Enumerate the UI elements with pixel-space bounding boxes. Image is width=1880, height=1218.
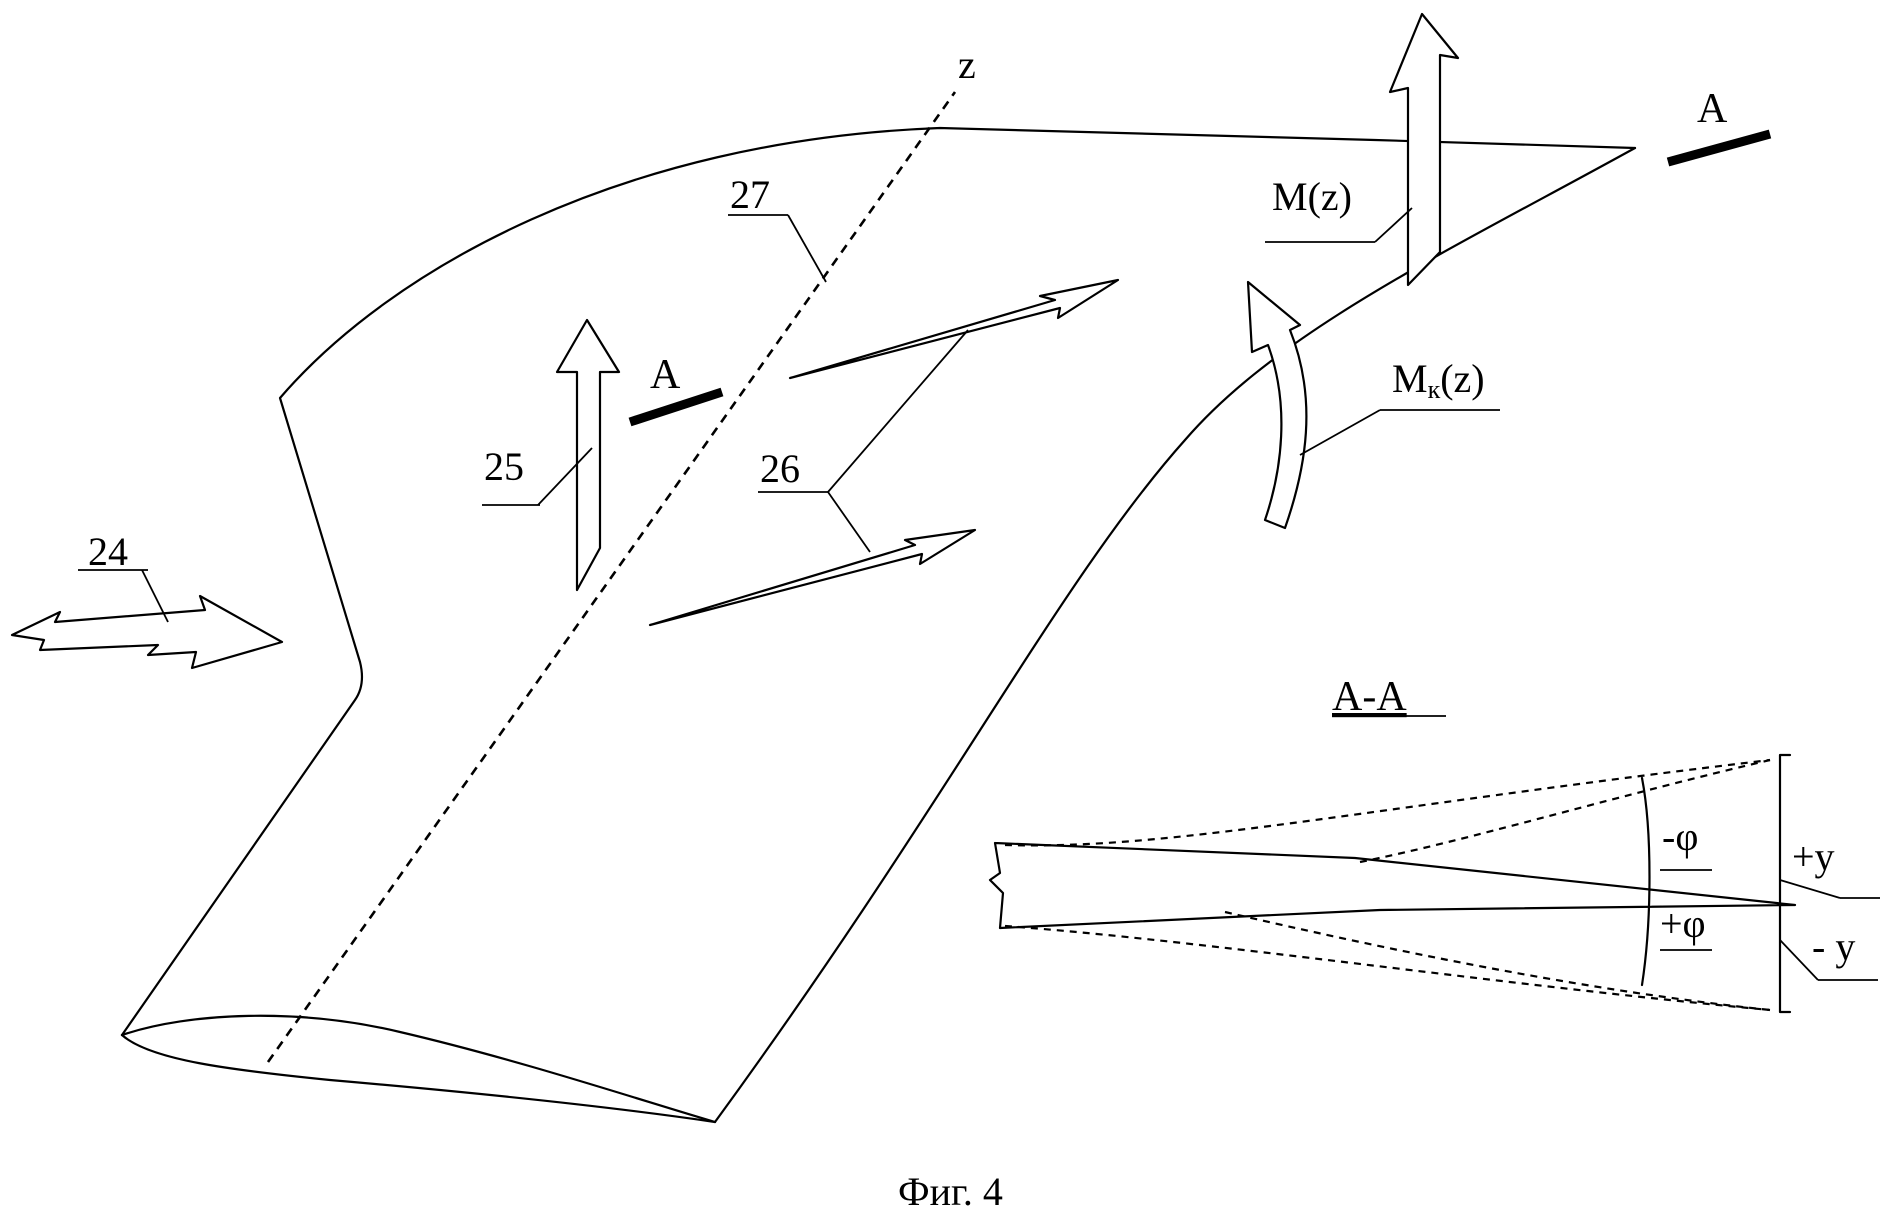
ref-25-leader-tail — [537, 447, 593, 506]
section-mark-right-label: A — [1697, 86, 1728, 132]
root-airfoil-upper — [120, 1014, 717, 1124]
wing-leading-edge — [120, 126, 1637, 1037]
bending-moment-arrow — [1388, 12, 1460, 287]
section-profile-deflected-down — [1224, 910, 1771, 1012]
flow-arrow-26-lower — [648, 528, 977, 627]
minus-y-label: - y — [1812, 924, 1855, 969]
root-airfoil-lower — [120, 1033, 717, 1124]
section-angle-arc — [1640, 776, 1651, 987]
ref-24-leader-tail — [141, 569, 169, 623]
section-profile-deflected-up — [1004, 758, 1771, 847]
wing-trailing-edge — [713, 146, 1637, 1124]
ref-26-label: 26 — [760, 446, 800, 491]
section-mark-left-bar — [628, 387, 724, 427]
z-axis-label: z — [958, 42, 976, 87]
flow-arrows-26: 26 — [648, 278, 1120, 627]
section-a-a: A-A -φ +φ +y - y — [988, 674, 1880, 1014]
section-y-bracket — [1778, 753, 1792, 1014]
mk-z-label-main: M — [1392, 356, 1428, 401]
plus-y-label: +y — [1792, 834, 1835, 879]
mk-z-label: Mк(z) — [1392, 356, 1485, 404]
flow-arrow-26-upper — [788, 278, 1120, 380]
section-mark-right: A — [1666, 86, 1772, 167]
m-z-leader-tail — [1374, 207, 1413, 243]
bending-moment: M(z) — [1265, 12, 1460, 287]
minus-phi-label: -φ — [1662, 814, 1698, 859]
lift-arrow-25: 25 — [482, 318, 621, 592]
ref-25-label: 25 — [484, 444, 524, 489]
torsion-moment-arrow — [1246, 280, 1308, 530]
section-mark-left: A — [628, 352, 724, 427]
mk-z-label-subscript: к — [1428, 375, 1441, 404]
elastic-axis: z — [266, 42, 976, 1063]
minus-y-leader — [1779, 939, 1819, 981]
section-mark-left-label: A — [650, 352, 681, 398]
ref-27-leader-tail — [787, 214, 827, 283]
ref-27: 27 — [728, 172, 827, 283]
ref-26-leader-lower — [827, 491, 871, 553]
section-mark-right-bar — [1666, 129, 1772, 167]
mk-z-label-arg: (z) — [1440, 356, 1484, 401]
wing-outline — [120, 126, 1637, 1124]
figure-caption: Фиг. 4 — [898, 1169, 1003, 1213]
lift-arrow-25-shape — [555, 318, 621, 592]
ref-24-label: 24 — [88, 529, 128, 574]
ref-26-leader-upper — [827, 329, 969, 493]
plus-phi-label: +φ — [1660, 901, 1706, 946]
section-profile-deflected-up-lower — [1359, 758, 1771, 864]
plus-y-leader — [1779, 879, 1841, 899]
section-profile-neutral — [988, 841, 1797, 930]
flow-arrow-24-shape — [10, 594, 284, 670]
m-z-label: M(z) — [1272, 174, 1352, 219]
torsion-moment: Mк(z) — [1246, 280, 1500, 530]
section-profile-deflected-down-lower — [1004, 924, 1771, 1012]
section-a-a-title: A-A — [1332, 674, 1407, 720]
elastic-axis-line — [266, 91, 957, 1063]
ref-27-label: 27 — [730, 172, 770, 217]
mk-z-leader-tail — [1299, 409, 1381, 456]
flow-arrow-24: 24 — [10, 529, 284, 670]
